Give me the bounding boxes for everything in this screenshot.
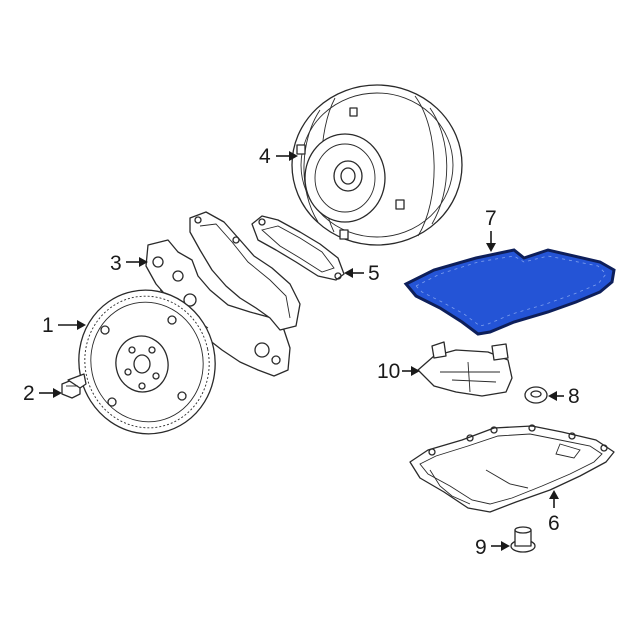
drain-plug-part[interactable] <box>510 526 536 553</box>
flexplate-part[interactable] <box>66 277 229 446</box>
callout-label-4: 4 <box>259 145 271 168</box>
callout-label-8: 8 <box>568 385 580 408</box>
transmission-filter-part[interactable] <box>417 341 513 397</box>
callout-2: 2 <box>23 382 62 405</box>
pump-gasket-part[interactable] <box>251 215 345 281</box>
callout-10: 10 <box>377 360 420 383</box>
callout-label-6: 6 <box>548 512 560 535</box>
callout-label-1: 1 <box>42 314 54 337</box>
oil-pan-gasket-part-highlighted[interactable] <box>403 248 616 336</box>
callout-label-3: 3 <box>110 252 122 275</box>
callout-3: 3 <box>110 252 148 275</box>
callout-label-10: 10 <box>377 360 400 383</box>
torque-converter-part[interactable] <box>291 84 463 246</box>
callout-label-7: 7 <box>485 207 497 230</box>
callout-label-5: 5 <box>368 262 380 285</box>
oil-pan-part[interactable] <box>409 424 615 513</box>
callout-4: 4 <box>259 145 298 168</box>
callout-1: 1 <box>42 314 86 337</box>
callout-9: 9 <box>475 536 510 559</box>
callout-label-2: 2 <box>23 382 35 405</box>
flexplate-bolt-part[interactable] <box>61 373 87 399</box>
callout-7: 7 <box>485 207 497 252</box>
callout-label-9: 9 <box>475 536 487 559</box>
callout-5: 5 <box>344 262 380 285</box>
callout-6: 6 <box>548 490 560 535</box>
callout-8: 8 <box>548 385 580 408</box>
adapter-gasket-part[interactable] <box>189 211 301 331</box>
filter-seal-part[interactable] <box>524 386 548 404</box>
